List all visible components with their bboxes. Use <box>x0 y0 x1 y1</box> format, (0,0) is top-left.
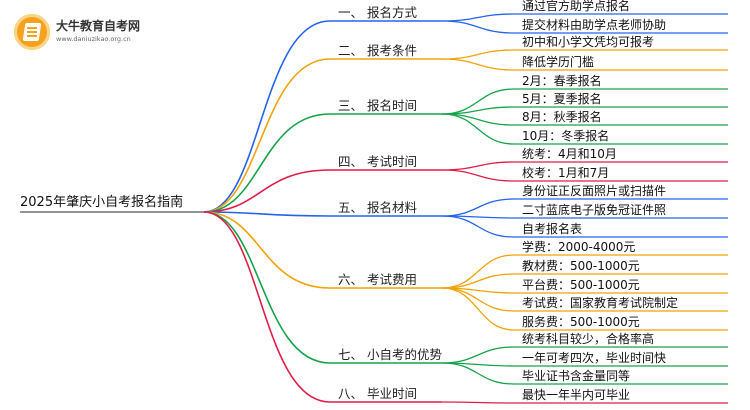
branch-connector-7 <box>203 211 331 364</box>
leaf-label-6-4: 考试费：国家教育考试院制定 <box>522 295 678 310</box>
leaf-label-4-2: 校考：1月和7月 <box>522 165 609 180</box>
site-logo: 大牛教育自考网 www.daniuzikao.org.cn <box>8 12 178 52</box>
leaf-label-5-2: 二寸蓝底电子版免冠证件照 <box>522 202 666 217</box>
leaf-label-3-1: 2月：春季报名 <box>522 73 602 88</box>
leaf-label-7-1: 统考科目较少，合格率高 <box>522 331 654 346</box>
leaf-label-3-2: 5月：夏季报名 <box>522 91 602 106</box>
branch-label-8: 八、 毕业时间 <box>338 386 417 401</box>
branch-connector-5 <box>203 211 331 217</box>
logo-brand-name: 大牛教育自考网 <box>56 19 141 33</box>
branch-label-3: 三、 报名时间 <box>338 98 417 113</box>
branch-label-1: 一、 报名方式 <box>338 5 417 20</box>
leaf-connector-5-3 <box>441 215 515 238</box>
leaf-label-6-5: 服务费：500-1000元 <box>522 314 640 329</box>
leaf-connector-6-4 <box>441 287 515 312</box>
branch-connector-2 <box>203 58 331 213</box>
leaf-connector-7-1 <box>441 346 515 364</box>
leaf-label-6-3: 平台费：500-1000元 <box>522 277 640 292</box>
leaf-connector-1-1 <box>441 13 515 22</box>
branch-connector-8 <box>203 211 331 403</box>
leaf-label-5-3: 自考报名表 <box>522 221 582 236</box>
branch-connector-4 <box>203 169 331 213</box>
leaf-connector-3-4 <box>441 113 515 145</box>
branch-label-2: 二、 报考条件 <box>338 43 417 58</box>
branch-label-5: 五、 报名材料 <box>338 200 417 215</box>
leaf-label-6-1: 学费：2000-4000元 <box>522 239 635 254</box>
leaf-label-4-1: 统考：4月和10月 <box>522 147 617 161</box>
leaf-connector-6-5 <box>441 287 515 331</box>
leaf-label-6-2: 教材费：500-1000元 <box>522 258 640 273</box>
branch-label-7: 七、 小自考的优势 <box>338 347 442 362</box>
leaf-connector-6-1 <box>441 254 515 289</box>
leaf-connector-7-3 <box>441 362 515 385</box>
branch-connector-3 <box>203 113 331 213</box>
leaf-label-3-4: 10月：冬季报名 <box>522 128 609 143</box>
branch-connector-6 <box>203 211 331 289</box>
leaf-connector-5-1 <box>441 198 515 217</box>
leaf-connector-4-2 <box>441 169 515 182</box>
leaf-connector-4-1 <box>441 161 515 171</box>
book-logo-icon <box>14 14 50 50</box>
leaf-connector-8-1 <box>441 401 515 404</box>
leaf-label-1-1: 通过官方助学点报名 <box>522 0 630 13</box>
leaf-label-5-1: 身份证正反面照片或扫描件 <box>522 183 666 198</box>
leaf-label-7-3: 毕业证书含金量同等 <box>522 368 630 383</box>
branch-connector-1 <box>203 20 331 213</box>
branch-label-6: 六、 考试费用 <box>338 272 417 287</box>
leaf-label-3-3: 8月：秋季报名 <box>522 109 602 124</box>
leaf-connector-2-2 <box>441 58 515 71</box>
leaf-label-7-2: 一年可考四次，毕业时间快 <box>522 351 666 365</box>
leaf-connector-2-1 <box>441 49 515 60</box>
leaf-label-8-1: 最快一年半内可毕业 <box>522 388 630 402</box>
leaf-connector-1-2 <box>441 20 515 34</box>
leaf-connector-6-2 <box>441 273 515 289</box>
leaf-label-1-2: 提交材料由助学点老师协助 <box>522 17 666 32</box>
leaf-label-2-2: 降低学历门槛 <box>522 54 594 69</box>
root-topic: 2025年肇庆小自考报名指南 <box>20 194 183 210</box>
logo-url: www.daniuzikao.org.cn <box>56 35 131 43</box>
branch-label-4: 四、 考试时间 <box>338 154 417 169</box>
leaf-label-2-1: 初中和小学文凭均可报考 <box>522 34 654 49</box>
